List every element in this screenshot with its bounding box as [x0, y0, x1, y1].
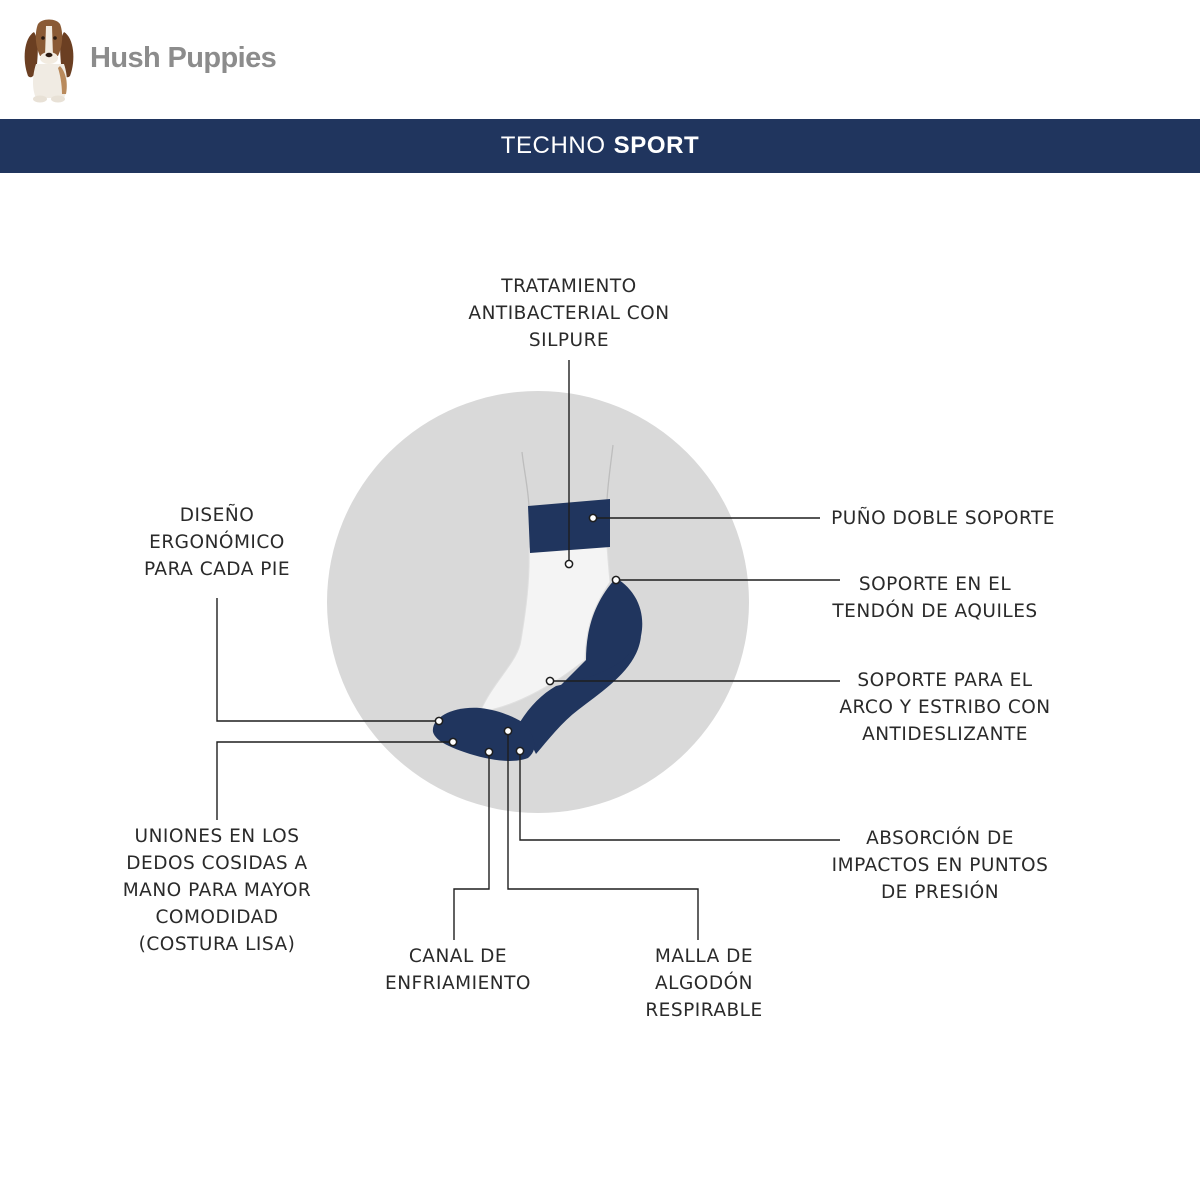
- basset-hound-icon: [24, 19, 74, 103]
- leader-ergonomic: [216, 598, 439, 722]
- leg-outline-left: [521, 451, 530, 507]
- leader-mesh: [507, 731, 699, 940]
- leader-toes: [216, 741, 453, 820]
- callout-antibacterial: TRATAMIENTO ANTIBACTERIAL CON SILPURE: [468, 276, 670, 351]
- callout-arch: SOPORTE PARA EL ARCO Y ESTRIBO CON ANTID…: [839, 670, 1051, 745]
- dot-mesh: [503, 726, 513, 736]
- sock-arch-band: [520, 636, 641, 754]
- dot-arch: [545, 676, 555, 686]
- dot-impact: [515, 746, 525, 756]
- banner-title-light: TECHNO: [500, 132, 606, 159]
- callout-mesh: MALLA DE ALGODÓN RESPIRABLE: [645, 946, 763, 1021]
- callout-achilles: SOPORTE EN EL TENDÓN DE AQUILES: [832, 574, 1038, 622]
- sock-heel: [560, 578, 643, 686]
- dot-achilles: [611, 575, 621, 585]
- leader-cooling: [453, 752, 490, 940]
- dot-ergonomic: [434, 716, 444, 726]
- callout-cuff: PUÑO DOBLE SOPORTE: [831, 508, 1055, 529]
- callout-ergonomic: DISEÑO ERGONÓMICO PARA CADA PIE: [143, 505, 291, 580]
- dot-toes: [448, 737, 458, 747]
- sock-toe: [432, 707, 535, 761]
- brand-logo: Hush Puppies: [20, 14, 320, 106]
- dot-antibacterial: [564, 559, 574, 569]
- callout-toes: UNIONES EN LOS DEDOS COSIDAS A MANO PARA…: [122, 826, 312, 955]
- dot-cuff: [588, 513, 598, 523]
- callout-cooling: CANAL DE ENFRIAMIENTO: [385, 946, 531, 994]
- callout-impact: ABSORCIÓN DE IMPACTOS EN PUNTOS DE PRESI…: [831, 828, 1049, 903]
- title-banner: TECHNO SPORT: [0, 119, 1200, 173]
- dot-cooling: [484, 747, 494, 757]
- banner-title-bold: SPORT: [613, 132, 700, 159]
- brand-name: Hush Puppies: [90, 42, 277, 74]
- leader-impact: [519, 751, 840, 841]
- leg-outline-right: [606, 444, 614, 501]
- sock-body: [479, 545, 611, 713]
